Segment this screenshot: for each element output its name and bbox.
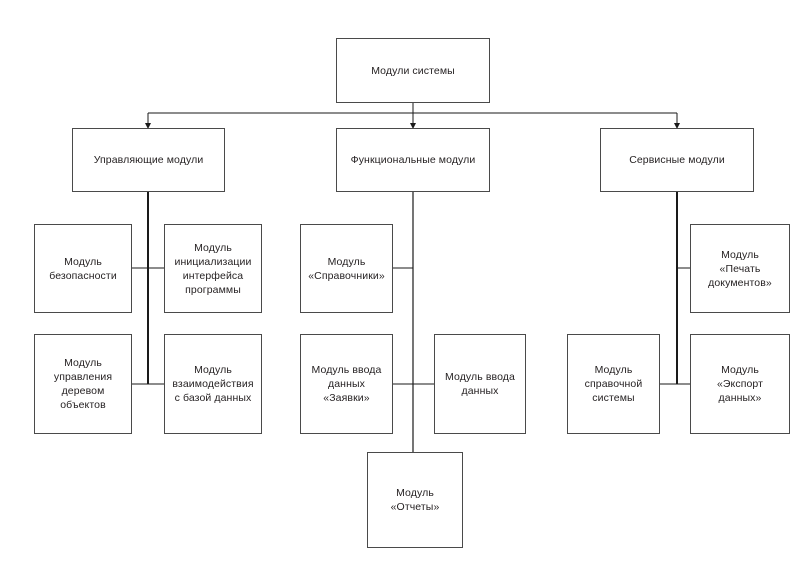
node-label: Модуль «Экспорт данных» xyxy=(716,364,764,404)
node-control-modules[interactable]: Управляющие модули xyxy=(72,128,225,192)
node-security-module[interactable]: Модуль безопасности xyxy=(34,224,132,313)
node-label: Модуль «Справочники» xyxy=(308,255,385,282)
node-label: Модули системы xyxy=(371,64,455,77)
node-label: Модуль взаимодействия с базой данных xyxy=(172,364,254,404)
node-database-interaction-module[interactable]: Модуль взаимодействия с базой данных xyxy=(164,334,262,434)
node-data-input-module[interactable]: Модуль ввода данных xyxy=(434,334,526,434)
node-label: Модуль ввода данных xyxy=(445,371,515,397)
node-functional-modules[interactable]: Функциональные модули xyxy=(336,128,490,192)
node-label: Модуль справочной системы xyxy=(584,364,643,404)
node-service-modules[interactable]: Сервисные модули xyxy=(600,128,754,192)
node-label: Модуль «Печать документов» xyxy=(708,248,772,289)
node-system-modules[interactable]: Модули системы xyxy=(336,38,490,103)
node-label: Модуль инициализации интерфейса программ… xyxy=(174,241,252,296)
node-label: Модуль безопасности xyxy=(49,255,117,282)
node-requests-input-module[interactable]: Модуль ввода данных «Заявки» xyxy=(300,334,393,434)
node-label: Модуль ввода данных «Заявки» xyxy=(311,364,382,404)
node-reports-module[interactable]: Модуль «Отчеты» xyxy=(367,452,463,548)
node-label: Сервисные модули xyxy=(629,154,725,166)
node-label: Модуль управления деревом объектов xyxy=(53,357,113,411)
node-export-data-module[interactable]: Модуль «Экспорт данных» xyxy=(690,334,790,434)
node-label: Функциональные модули xyxy=(350,154,476,166)
node-label: Модуль «Отчеты» xyxy=(390,487,440,513)
node-ui-init-module[interactable]: Модуль инициализации интерфейса программ… xyxy=(164,224,262,313)
node-print-documents-module[interactable]: Модуль «Печать документов» xyxy=(690,224,790,313)
node-help-system-module[interactable]: Модуль справочной системы xyxy=(567,334,660,434)
node-label: Управляющие модули xyxy=(93,154,204,166)
node-object-tree-module[interactable]: Модуль управления деревом объектов xyxy=(34,334,132,434)
node-reference-books-module[interactable]: Модуль «Справочники» xyxy=(300,224,393,313)
